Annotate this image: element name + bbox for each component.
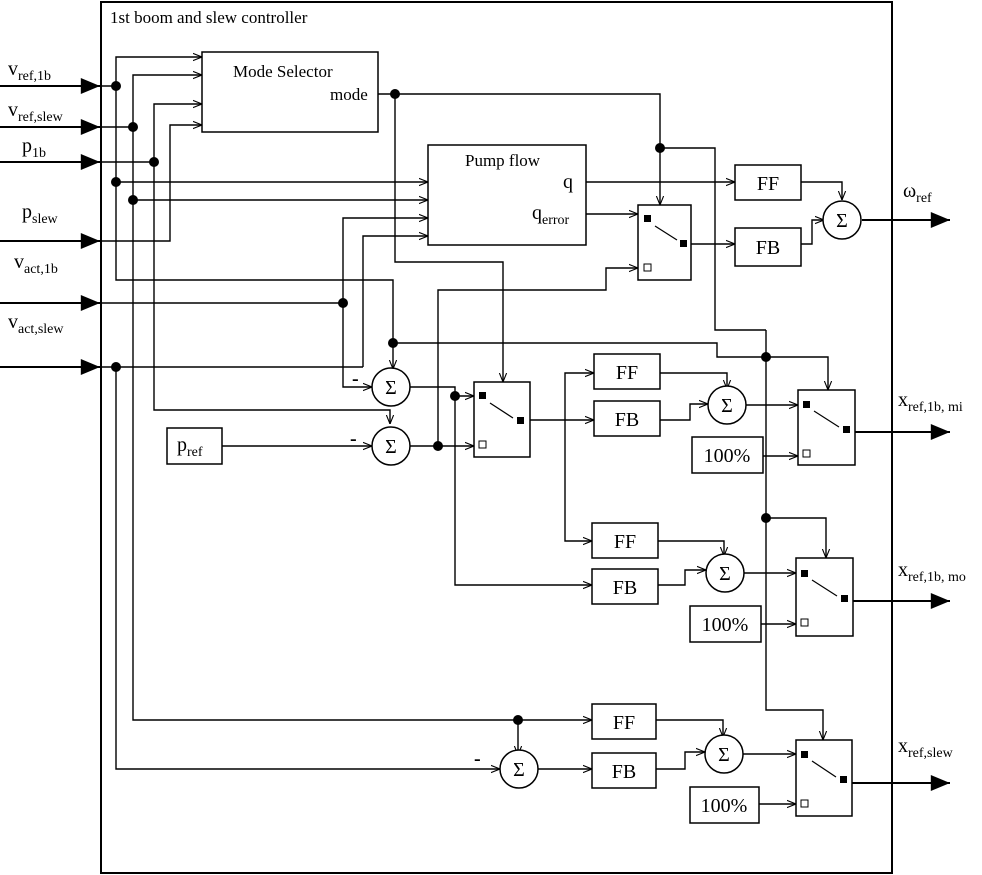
sum-slew-error: Σ [499, 749, 539, 789]
junction-dots [111, 81, 771, 725]
input-arrows [0, 78, 101, 375]
sum-velocity: Σ [371, 367, 411, 407]
svg-text:Σ: Σ [719, 563, 731, 585]
svg-text:FF: FF [616, 362, 638, 384]
pump-flow-block: Pump flow q qerror [427, 144, 587, 246]
fb-mo: FB [591, 568, 659, 605]
svg-text:Σ: Σ [721, 395, 733, 417]
mode-selector-port: mode [330, 85, 368, 104]
switch-mi [797, 389, 856, 466]
minus-sign-pressure: - [350, 428, 357, 450]
svg-text:Σ: Σ [513, 759, 525, 781]
ff-slew: FF [591, 703, 657, 740]
svg-text:FB: FB [612, 761, 636, 783]
svg-text:FF: FF [614, 531, 636, 553]
input-label-vactslew: vact,slew [8, 311, 64, 337]
svg-text:Σ: Σ [385, 436, 397, 458]
output-arrows [852, 212, 950, 791]
mode-selector-title: Mode Selector [233, 62, 333, 81]
input-label-vref1b: vref,1b [8, 58, 51, 84]
output-label-x1bmi: xref,1b, mi [898, 389, 963, 415]
sum-mo: Σ [705, 553, 745, 593]
constant-100-mi: 100% [691, 436, 764, 474]
ff-mo: FF [591, 522, 659, 559]
sum-omega: Σ [822, 200, 862, 240]
fb-slew: FB [591, 752, 657, 789]
fb-mi: FB [593, 400, 661, 437]
svg-text:FB: FB [756, 237, 780, 259]
svg-text:FF: FF [757, 173, 779, 195]
minus-sign-velocity: - [352, 368, 359, 390]
pump-flow-title: Pump flow [465, 151, 541, 170]
input-label-vact1b: vact,1b [14, 251, 58, 277]
constant-100-slew: 100% [689, 786, 760, 824]
svg-text:Σ: Σ [718, 744, 730, 766]
switch-mo [795, 557, 854, 637]
switch-omega [637, 204, 692, 281]
fb-omega: FB [734, 227, 802, 267]
svg-text:pref: pref [177, 434, 203, 460]
pref-block: pref [166, 427, 223, 465]
ff-omega: FF [734, 164, 802, 201]
input-label-p1b: p1b [22, 135, 46, 161]
svg-text:FF: FF [613, 712, 635, 734]
switch-pressure [473, 381, 531, 458]
pump-flow-qerror: qerror [532, 202, 570, 228]
output-label-x1bmo: xref,1b, mo [898, 559, 966, 585]
switch-slew [795, 739, 853, 817]
svg-text:100%: 100% [701, 795, 748, 817]
sum-mi: Σ [707, 385, 747, 425]
sum-pressure: Σ [371, 426, 411, 466]
controller-title: 1st boom and slew controller [110, 8, 308, 27]
svg-text:FB: FB [615, 409, 639, 431]
minus-sign-slew: - [474, 748, 481, 770]
sum-slew: Σ [704, 734, 744, 774]
mode-selector-block: Mode Selector mode [201, 51, 379, 133]
ff-mi: FF [593, 353, 661, 390]
svg-text:100%: 100% [704, 445, 751, 467]
input-label-vrefslew: vref,slew [8, 99, 64, 125]
svg-text:Σ: Σ [836, 210, 848, 232]
output-label-omega: ωref [903, 180, 932, 206]
output-label-xslew: xref,slew [898, 735, 954, 761]
constant-100-mo: 100% [689, 605, 762, 643]
controller-frame [100, 1, 893, 874]
pump-flow-q: q [563, 171, 573, 193]
svg-text:100%: 100% [702, 614, 749, 636]
input-label-pslew: pslew [22, 201, 59, 227]
svg-text:FB: FB [613, 577, 637, 599]
svg-text:Σ: Σ [385, 377, 397, 399]
